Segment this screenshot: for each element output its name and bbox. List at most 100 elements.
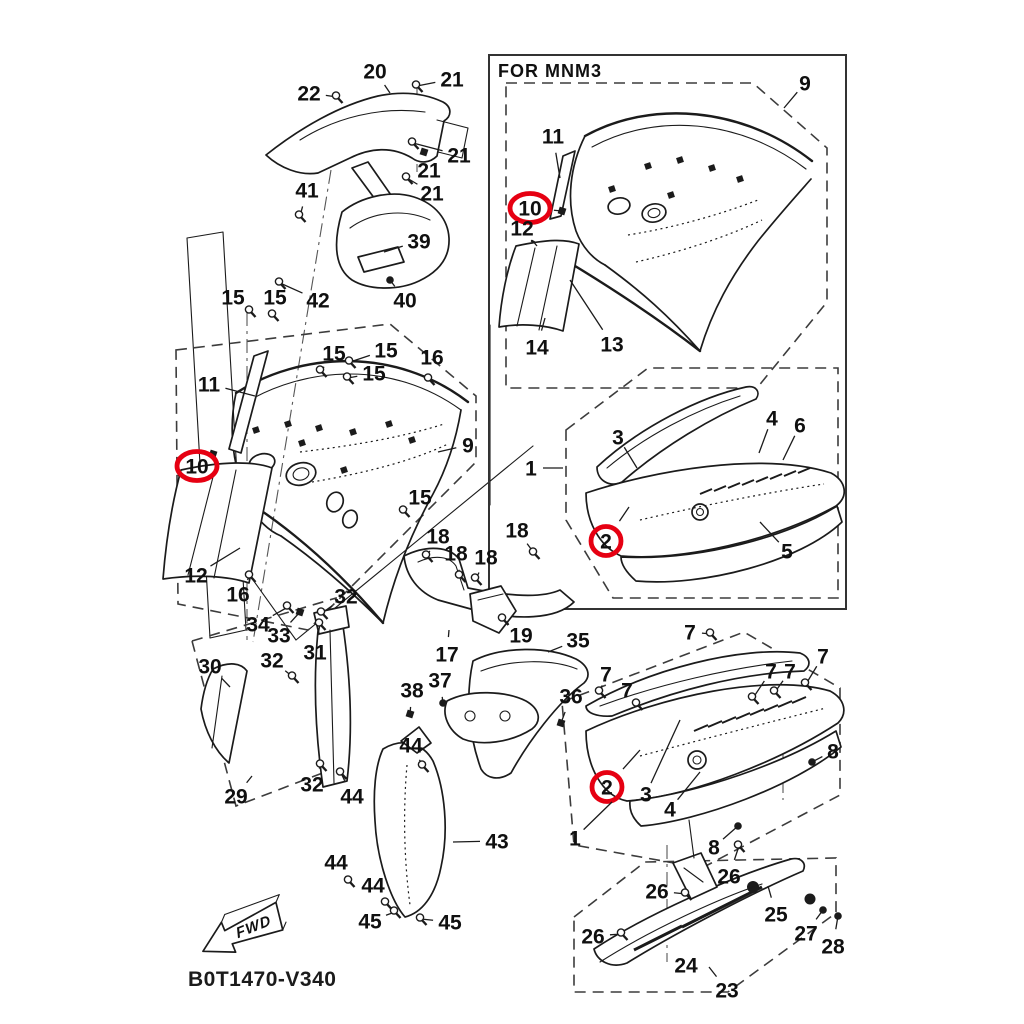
callout-33: 33	[267, 607, 305, 648]
screw-icon	[315, 759, 325, 768]
callout-15: 15	[342, 363, 386, 386]
bolt-icon	[819, 906, 827, 914]
callout-7: 7	[621, 680, 644, 711]
part-number-label: 38	[400, 680, 424, 703]
leader-line	[221, 677, 231, 688]
part-number-label: 11	[198, 374, 221, 397]
bracket-36-38	[444, 691, 540, 744]
part-number-label: 32	[334, 586, 357, 609]
callout-2: 2	[588, 506, 630, 558]
callout-18: 18	[505, 520, 541, 560]
inset-windscreen-14	[498, 239, 580, 332]
part-number-label: 18	[444, 543, 468, 566]
callout-44: 44	[399, 735, 430, 773]
callout-10: 10	[174, 449, 220, 483]
part-number-label: 9	[799, 73, 811, 96]
inset-border	[488, 54, 847, 610]
part-number-label: 26	[581, 926, 604, 949]
screw-icon	[407, 137, 417, 146]
part-number-label: 42	[306, 290, 329, 313]
part-number-label: 31	[303, 642, 327, 665]
callout-36: 36	[556, 686, 583, 728]
part-number-label: 21	[420, 183, 444, 206]
part-number-label: 44	[340, 786, 364, 809]
callout-23: 23	[708, 966, 739, 1003]
part-number-label: 2	[600, 531, 612, 554]
callout-43: 43	[452, 831, 509, 854]
leader-line	[767, 885, 772, 898]
screw-icon	[421, 550, 431, 559]
part-number-label: 1	[569, 828, 581, 851]
part-number-label: 29	[224, 786, 247, 809]
leader-line	[384, 84, 391, 94]
callout-9: 9	[783, 73, 811, 109]
leader-line	[547, 645, 563, 653]
screw-icon	[594, 686, 604, 695]
leader-line	[708, 966, 718, 978]
part-number-label: 15	[362, 363, 386, 386]
callout-24: 24	[674, 955, 698, 978]
callout-3: 3	[640, 719, 681, 807]
screen-30	[200, 663, 248, 764]
callout-5: 5	[759, 521, 793, 564]
screw-icon	[769, 686, 779, 695]
leader-line	[246, 775, 253, 784]
part-number-label: 44	[361, 875, 385, 898]
inset-lower-box	[565, 367, 839, 599]
part-number-label: 28	[821, 936, 845, 959]
callout-21: 21	[417, 147, 441, 183]
part-number-label: 15	[263, 287, 287, 310]
callout-2: 2	[589, 749, 641, 804]
callout-15: 15	[221, 287, 257, 318]
callout-44: 44	[361, 875, 393, 910]
bolt-icon	[386, 276, 394, 284]
screw-icon	[342, 372, 352, 381]
callout-45: 45	[415, 912, 462, 935]
part-number-label: 39	[407, 231, 430, 254]
leader-line	[583, 801, 613, 831]
part-number-label: 25	[764, 904, 788, 927]
callout-44: 44	[324, 852, 356, 888]
part-number-label: 5	[781, 541, 793, 564]
part-number-label: 35	[566, 630, 590, 653]
callout-7: 7	[800, 646, 829, 691]
callout-32: 32	[316, 586, 358, 620]
leader-line	[279, 282, 303, 294]
part-number-label: 3	[640, 784, 652, 807]
part-number-label: 17	[435, 644, 458, 667]
bolt-icon	[734, 822, 742, 830]
callout-9: 9	[437, 435, 474, 458]
leader-line	[618, 506, 630, 522]
strap-31-32	[314, 625, 352, 788]
callout-26: 26	[645, 881, 693, 904]
part-number-label: 24	[674, 955, 698, 978]
part-number-label: 12	[184, 565, 207, 588]
callout-3: 3	[612, 427, 638, 469]
callout-37: 37	[428, 670, 452, 707]
callout-39: 39	[383, 231, 431, 254]
callout-29: 29	[224, 775, 253, 809]
part-number-label: 44	[324, 852, 348, 875]
callout-7: 7	[684, 622, 718, 645]
callout-12: 12	[510, 218, 538, 247]
part-number-label: 11	[542, 126, 565, 149]
leader-line	[555, 152, 561, 179]
leader-line	[210, 547, 241, 567]
part-number-label: 40	[393, 290, 416, 313]
callout-26: 26	[581, 926, 629, 949]
bolt-icon	[834, 912, 842, 920]
part-number-label: 44	[399, 735, 423, 758]
part-number-label: 22	[297, 83, 320, 106]
screw-icon	[282, 601, 292, 610]
screw-icon	[380, 897, 390, 906]
part-number-label: 18	[505, 520, 529, 543]
callout-6: 6	[782, 415, 806, 461]
leader-line	[569, 279, 604, 331]
callout-17: 17	[435, 629, 459, 667]
part-number-label: 23	[715, 980, 738, 1003]
right-side-cowl-group	[585, 650, 845, 827]
part-number-label: 30	[198, 656, 221, 679]
screw-icon	[331, 91, 341, 100]
leader-line	[383, 245, 403, 253]
part-number-label: 7	[600, 664, 612, 687]
